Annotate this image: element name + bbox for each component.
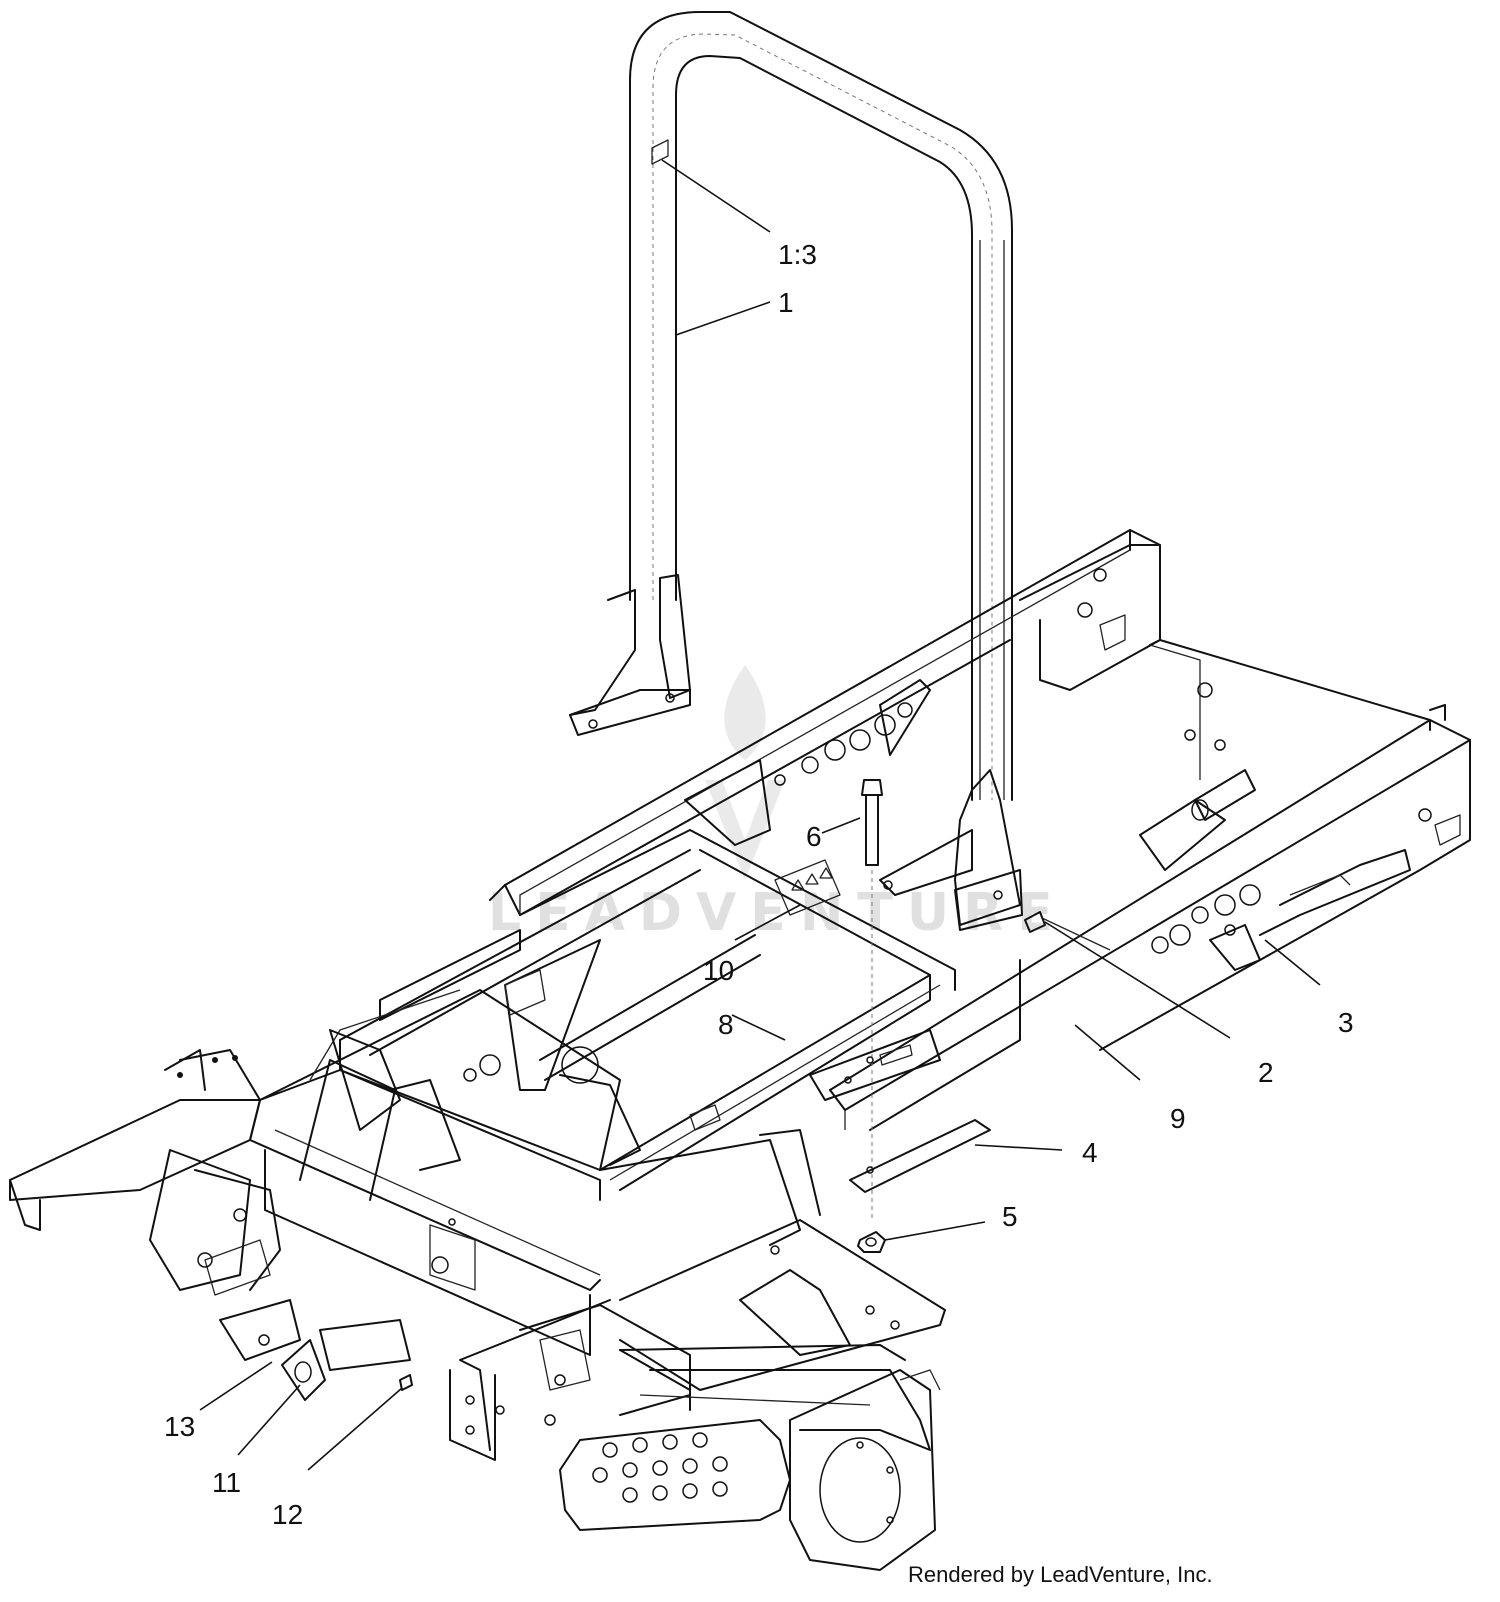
callout-2: 2 <box>1258 1057 1274 1088</box>
roll-bar <box>629 11 1013 801</box>
callout-labels: 1:3 1 6 10 8 3 2 9 4 5 13 11 12 <box>164 239 1354 1530</box>
rendered-by-footer: Rendered by LeadVenture, Inc. <box>908 1562 1213 1587</box>
callout-12: 12 <box>272 1499 303 1530</box>
decal-icon <box>651 139 669 165</box>
leader-lines <box>199 159 1321 1471</box>
callout-9: 9 <box>1170 1103 1186 1134</box>
callout-10: 10 <box>703 955 734 986</box>
bolt-2 <box>1024 911 1111 951</box>
callout-5: 5 <box>1002 1201 1018 1232</box>
callout-6: 6 <box>806 821 822 852</box>
nut-5 <box>857 1231 886 1253</box>
callout-11: 11 <box>212 1467 241 1498</box>
bracket-plate-4 <box>849 1119 991 1193</box>
decal-panel <box>774 859 841 916</box>
main-frame <box>9 529 1471 1571</box>
callout-13: 13 <box>164 1411 195 1442</box>
spacer-plate <box>809 1029 941 1101</box>
rops-right-bracket <box>879 769 1023 931</box>
callout-1: 1 <box>778 287 794 318</box>
rops-left-bracket <box>569 574 691 736</box>
callout-3: 3 <box>1338 1007 1354 1038</box>
callout-1-3: 1:3 <box>778 239 817 270</box>
callout-4: 4 <box>1082 1137 1098 1168</box>
callout-8: 8 <box>718 1009 734 1040</box>
hardware-11-13 <box>219 1299 413 1401</box>
bolt-6 <box>861 779 883 1220</box>
foot-step-holes <box>592 1432 728 1503</box>
